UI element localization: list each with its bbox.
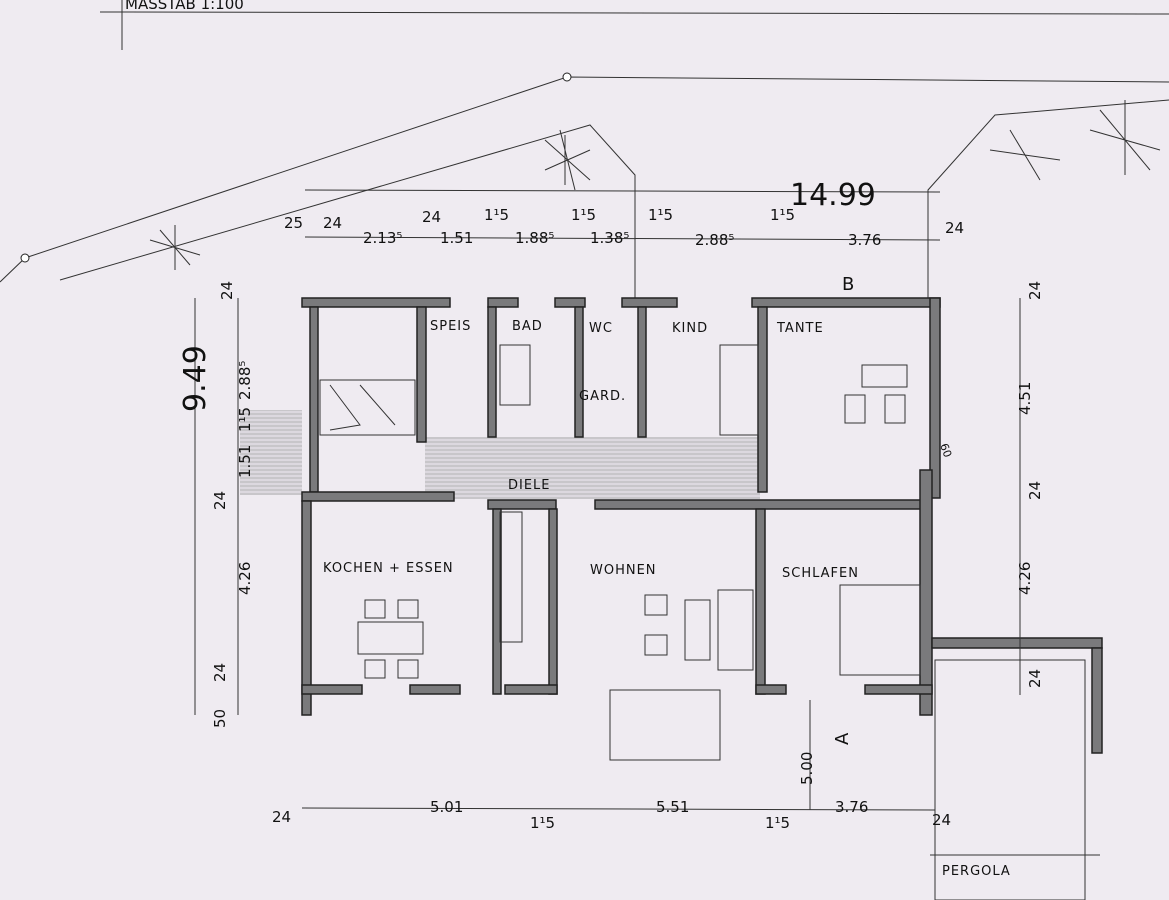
room-label-schlafen: SCHLAFEN (782, 566, 859, 581)
dim-label: 60 (937, 442, 954, 460)
section-mark-b: B (842, 274, 855, 295)
dim-label: 2.88⁵ (236, 361, 254, 400)
dim-label: 3.76 (848, 231, 881, 249)
dim-label: 25 (284, 214, 303, 232)
plant-symbol (149, 100, 1161, 270)
dim-label: 1¹5 (770, 206, 795, 224)
dim-label: 24 (1026, 481, 1044, 500)
dim-label: 1¹5 (484, 206, 509, 224)
dim-label: 1¹5 (648, 206, 673, 224)
dim-label: 3.76 (835, 798, 868, 816)
dim-label: 5.00 (798, 752, 816, 785)
room-label-pergola: PERGOLA (942, 864, 1011, 879)
dim-label: 24 (211, 491, 229, 510)
dim-label: 4.26 (236, 562, 254, 595)
header-line (99, 11, 1169, 15)
dim-total-depth: 9.49 (178, 345, 213, 412)
room-label-tante: TANTE (776, 321, 824, 336)
dim-label: 5.51 (656, 798, 689, 816)
dim-label: 5.01 (430, 798, 463, 816)
dim-label: 1¹5 (236, 407, 254, 432)
dimension-lines (194, 189, 1021, 811)
dim-label: 24 (422, 208, 441, 226)
dim-label: 1.38⁵ (590, 229, 629, 247)
dim-label: 24 (945, 219, 964, 237)
roof-outline-right (927, 99, 1169, 298)
dim-total-width: 14.99 (790, 178, 876, 213)
walls (301, 297, 1103, 754)
dim-label: 24 (211, 663, 229, 682)
dim-label: 4.51 (1016, 382, 1034, 415)
dim-label: 24 (323, 214, 342, 232)
dim-label: 4.26 (1016, 562, 1034, 595)
dim-label: 24 (218, 281, 236, 300)
dim-label: 24 (272, 808, 291, 826)
dim-label: 1.51 (236, 445, 254, 478)
furniture (319, 344, 1100, 900)
room-label-kochen-essen: KOCHEN + ESSEN (323, 561, 454, 576)
dim-label: 24 (1026, 669, 1044, 688)
dim-label: 2.88⁵ (695, 231, 734, 249)
room-label-kind: KIND (672, 321, 708, 336)
room-label-gard: GARD. (579, 389, 626, 404)
dim-label: 1¹5 (571, 206, 596, 224)
entrance-floor (240, 410, 302, 495)
dim-label: 24 (1026, 281, 1044, 300)
hallway-floor (425, 437, 760, 499)
property-corner (562, 72, 572, 82)
room-label-wohnen: WOHNEN (590, 563, 657, 578)
dim-label: 50 (211, 709, 229, 728)
dim-label: 1¹5 (530, 814, 555, 832)
roof-outline-left (59, 124, 636, 298)
dim-label: 1.51 (440, 229, 473, 247)
room-label-bad: BAD (512, 319, 543, 334)
scale-title: MASSTAB 1:100 (125, 0, 244, 13)
dim-label: 2.13⁵ (363, 229, 402, 247)
section-mark-a: A (832, 732, 853, 745)
room-label-wc: WC (589, 321, 613, 336)
property-line (0, 76, 1169, 283)
room-label-diele: DIELE (508, 478, 551, 493)
room-label-speis: SPEIS (430, 319, 471, 334)
property-corner (20, 253, 30, 263)
dim-label: 24 (932, 811, 951, 829)
dim-label: 1.88⁵ (515, 229, 554, 247)
dim-label: 1¹5 (765, 814, 790, 832)
